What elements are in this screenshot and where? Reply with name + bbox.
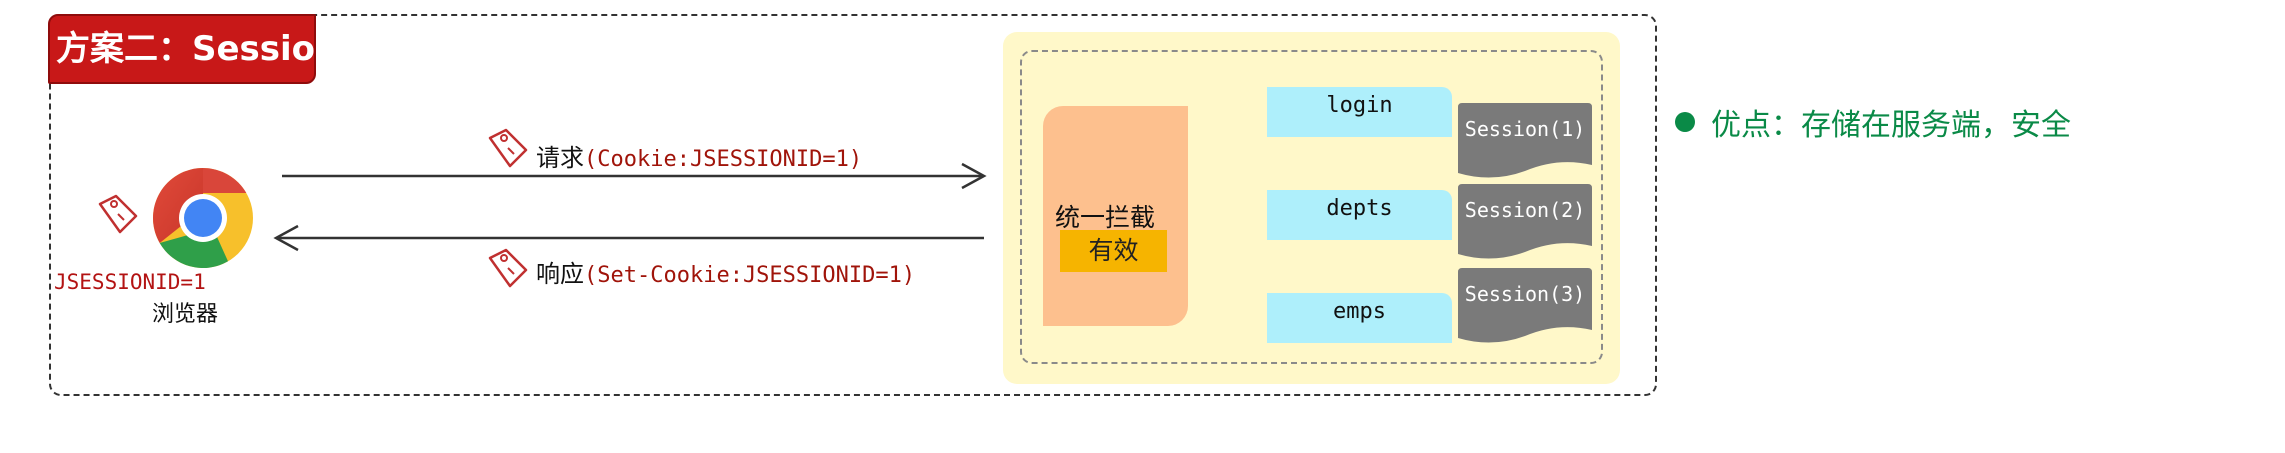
session-doc-3-shape — [1458, 268, 1592, 343]
response-label: 响应(Set-Cookie:JSESSIONID=1) — [536, 254, 915, 289]
advantage-note: 优点：存储在服务端，安全 — [1675, 100, 2071, 144]
response-label-text: 响应 — [536, 260, 584, 288]
request-label: 请求(Cookie:JSESSIONID=1) — [536, 138, 862, 173]
scheme-title: 方案二：Session — [48, 14, 339, 84]
request-tag-icon — [488, 128, 528, 168]
session-doc-2: Session(2) — [1458, 184, 1592, 264]
session-doc-3-label: Session(3) — [1464, 282, 1586, 306]
session-doc-3: Session(3) — [1458, 268, 1592, 348]
valid-badge: 有效 — [1060, 230, 1167, 272]
advantage-text: 优点：存储在服务端，安全 — [1711, 108, 2071, 143]
interceptor-block — [1043, 106, 1188, 326]
server-boundary — [1020, 50, 1603, 364]
session-doc-2-shape — [1458, 184, 1592, 259]
request-arrow — [282, 162, 987, 190]
endpoint-emps: emps — [1267, 293, 1452, 343]
request-label-code: (Cookie:JSESSIONID=1) — [584, 147, 863, 172]
request-label-text: 请求 — [536, 144, 584, 172]
session-doc-1-shape — [1458, 103, 1592, 178]
endpoint-login: login — [1267, 87, 1452, 137]
response-arrow — [273, 224, 984, 252]
chrome-browser-icon — [153, 168, 253, 268]
browser-cookie-value: JSESSIONID=1 — [54, 270, 206, 294]
browser-label: 浏览器 — [152, 302, 219, 327]
session-doc-2-label: Session(2) — [1464, 198, 1586, 222]
session-doc-1-label: Session(1) — [1464, 117, 1586, 141]
scheme-frame — [49, 14, 1657, 396]
session-doc-1: Session(1) — [1458, 103, 1592, 183]
response-tag-icon — [488, 248, 528, 288]
endpoint-depts: depts — [1267, 190, 1452, 240]
interceptor-label: 统一拦截 — [1055, 203, 1156, 232]
response-label-code: (Set-Cookie:JSESSIONID=1) — [584, 263, 916, 288]
browser-tag-icon — [98, 194, 138, 234]
bullet-icon — [1675, 112, 1695, 132]
